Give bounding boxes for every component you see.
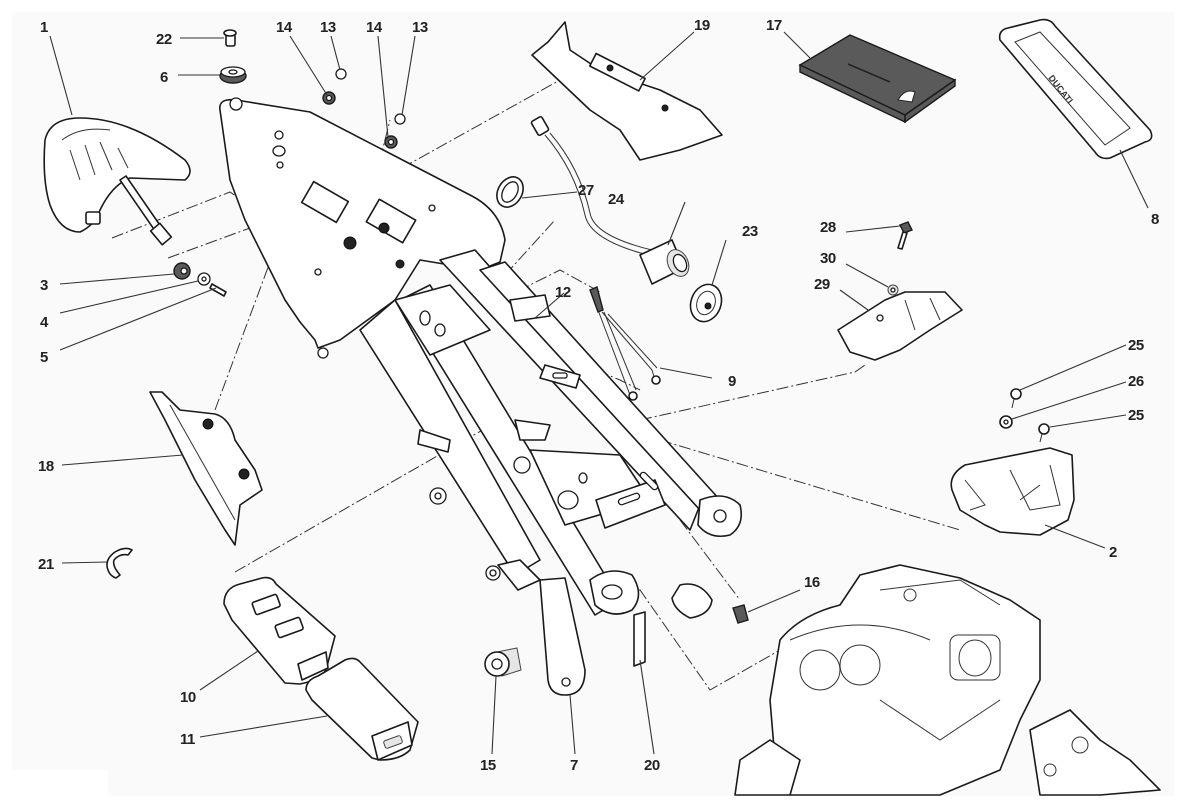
- engine-reference: [734, 564, 1161, 796]
- callout-3[interactable]: 3: [40, 277, 49, 294]
- part-26-washer[interactable]: [999, 415, 1013, 429]
- part-2-bracket[interactable]: [950, 447, 1075, 536]
- callout-12[interactable]: 12: [555, 284, 571, 301]
- callout-24[interactable]: 24: [608, 191, 625, 208]
- callout-10[interactable]: 10: [180, 689, 196, 706]
- callout-9[interactable]: 9: [728, 373, 737, 390]
- callout-20[interactable]: 20: [644, 757, 660, 774]
- callout-22[interactable]: 22: [156, 31, 172, 48]
- callout-28[interactable]: 28: [820, 219, 836, 236]
- callout-1[interactable]: 1: [40, 19, 49, 36]
- part-19-upper-cover[interactable]: [531, 21, 723, 161]
- callout-7[interactable]: 7: [570, 757, 579, 774]
- part-7-lower-strut[interactable]: [539, 577, 586, 696]
- callout-14a[interactable]: 14: [276, 19, 293, 36]
- part-3-grommet[interactable]: [173, 262, 191, 280]
- part-15-bolt[interactable]: [484, 647, 522, 677]
- part-14-washer-a[interactable]: [322, 91, 336, 105]
- part-12-label[interactable]: [509, 294, 551, 322]
- callout-8[interactable]: 8: [1151, 211, 1160, 228]
- part-23-socket-cap[interactable]: [685, 280, 726, 326]
- part-22-pin[interactable]: [223, 29, 237, 47]
- part-28-screw[interactable]: [897, 221, 913, 250]
- callout-21[interactable]: 21: [38, 556, 54, 573]
- callout-11[interactable]: 11: [180, 731, 196, 748]
- callout-19[interactable]: 19: [694, 17, 710, 34]
- callout-15[interactable]: 15: [480, 757, 496, 774]
- callout-27[interactable]: 27: [578, 182, 594, 199]
- part-18-side-cover[interactable]: [149, 391, 263, 546]
- callout-26[interactable]: 26: [1128, 373, 1144, 390]
- part-1-tail-light[interactable]: [43, 117, 191, 246]
- part-14-washer-b[interactable]: [384, 135, 398, 149]
- callout-17[interactable]: 17: [766, 17, 782, 34]
- part-13-screw-b[interactable]: [394, 113, 406, 125]
- part-11-box[interactable]: [305, 657, 419, 761]
- part-30-washer[interactable]: [887, 284, 899, 296]
- part-8-plate[interactable]: DUCATI: [998, 18, 1153, 160]
- part-16-clip[interactable]: [732, 604, 749, 624]
- callout-14b[interactable]: 14: [366, 19, 383, 36]
- part-9-bracket[interactable]: [589, 286, 661, 401]
- part-25-screw-a[interactable]: [1010, 388, 1022, 409]
- part-10-cover[interactable]: [223, 576, 336, 685]
- leader-lines: [49, 31, 1149, 755]
- callout-5[interactable]: 5: [40, 349, 49, 366]
- part-frame-rear-subframe[interactable]: [219, 97, 743, 619]
- callout-4[interactable]: 4: [40, 314, 50, 331]
- callout-25b[interactable]: 25: [1128, 407, 1144, 424]
- callout-6[interactable]: 6: [160, 69, 169, 86]
- part-13-screw-a[interactable]: [335, 68, 347, 80]
- part-4-washer[interactable]: [197, 272, 211, 286]
- part-21-clip[interactable]: [106, 547, 133, 579]
- part-17-document-holder[interactable]: [798, 34, 957, 124]
- callout-29[interactable]: 29: [814, 276, 830, 293]
- callout-25a[interactable]: 25: [1128, 337, 1144, 354]
- callout-23[interactable]: 23: [742, 223, 758, 240]
- part-24-power-socket[interactable]: [530, 116, 693, 285]
- callout-30[interactable]: 30: [820, 250, 836, 267]
- part-6-rubber-buffer[interactable]: [219, 66, 247, 84]
- callout-13a[interactable]: 13: [320, 19, 336, 36]
- part-5-screw[interactable]: [209, 283, 227, 297]
- diagram-background-lower: [108, 760, 1174, 796]
- part-20-label[interactable]: [633, 611, 646, 667]
- callout-labels: 1 2 3 4 5 6 7 8 9 10 11 12 13 13 14 14 1…: [38, 17, 1160, 774]
- callout-2[interactable]: 2: [1109, 544, 1118, 561]
- part-25-screw-b[interactable]: [1038, 423, 1050, 443]
- callout-18[interactable]: 18: [38, 458, 54, 475]
- callout-16[interactable]: 16: [804, 574, 820, 591]
- part-27-ring-nut[interactable]: [492, 172, 529, 212]
- callout-13b[interactable]: 13: [412, 19, 428, 36]
- part-29-cover-plate[interactable]: [837, 291, 963, 361]
